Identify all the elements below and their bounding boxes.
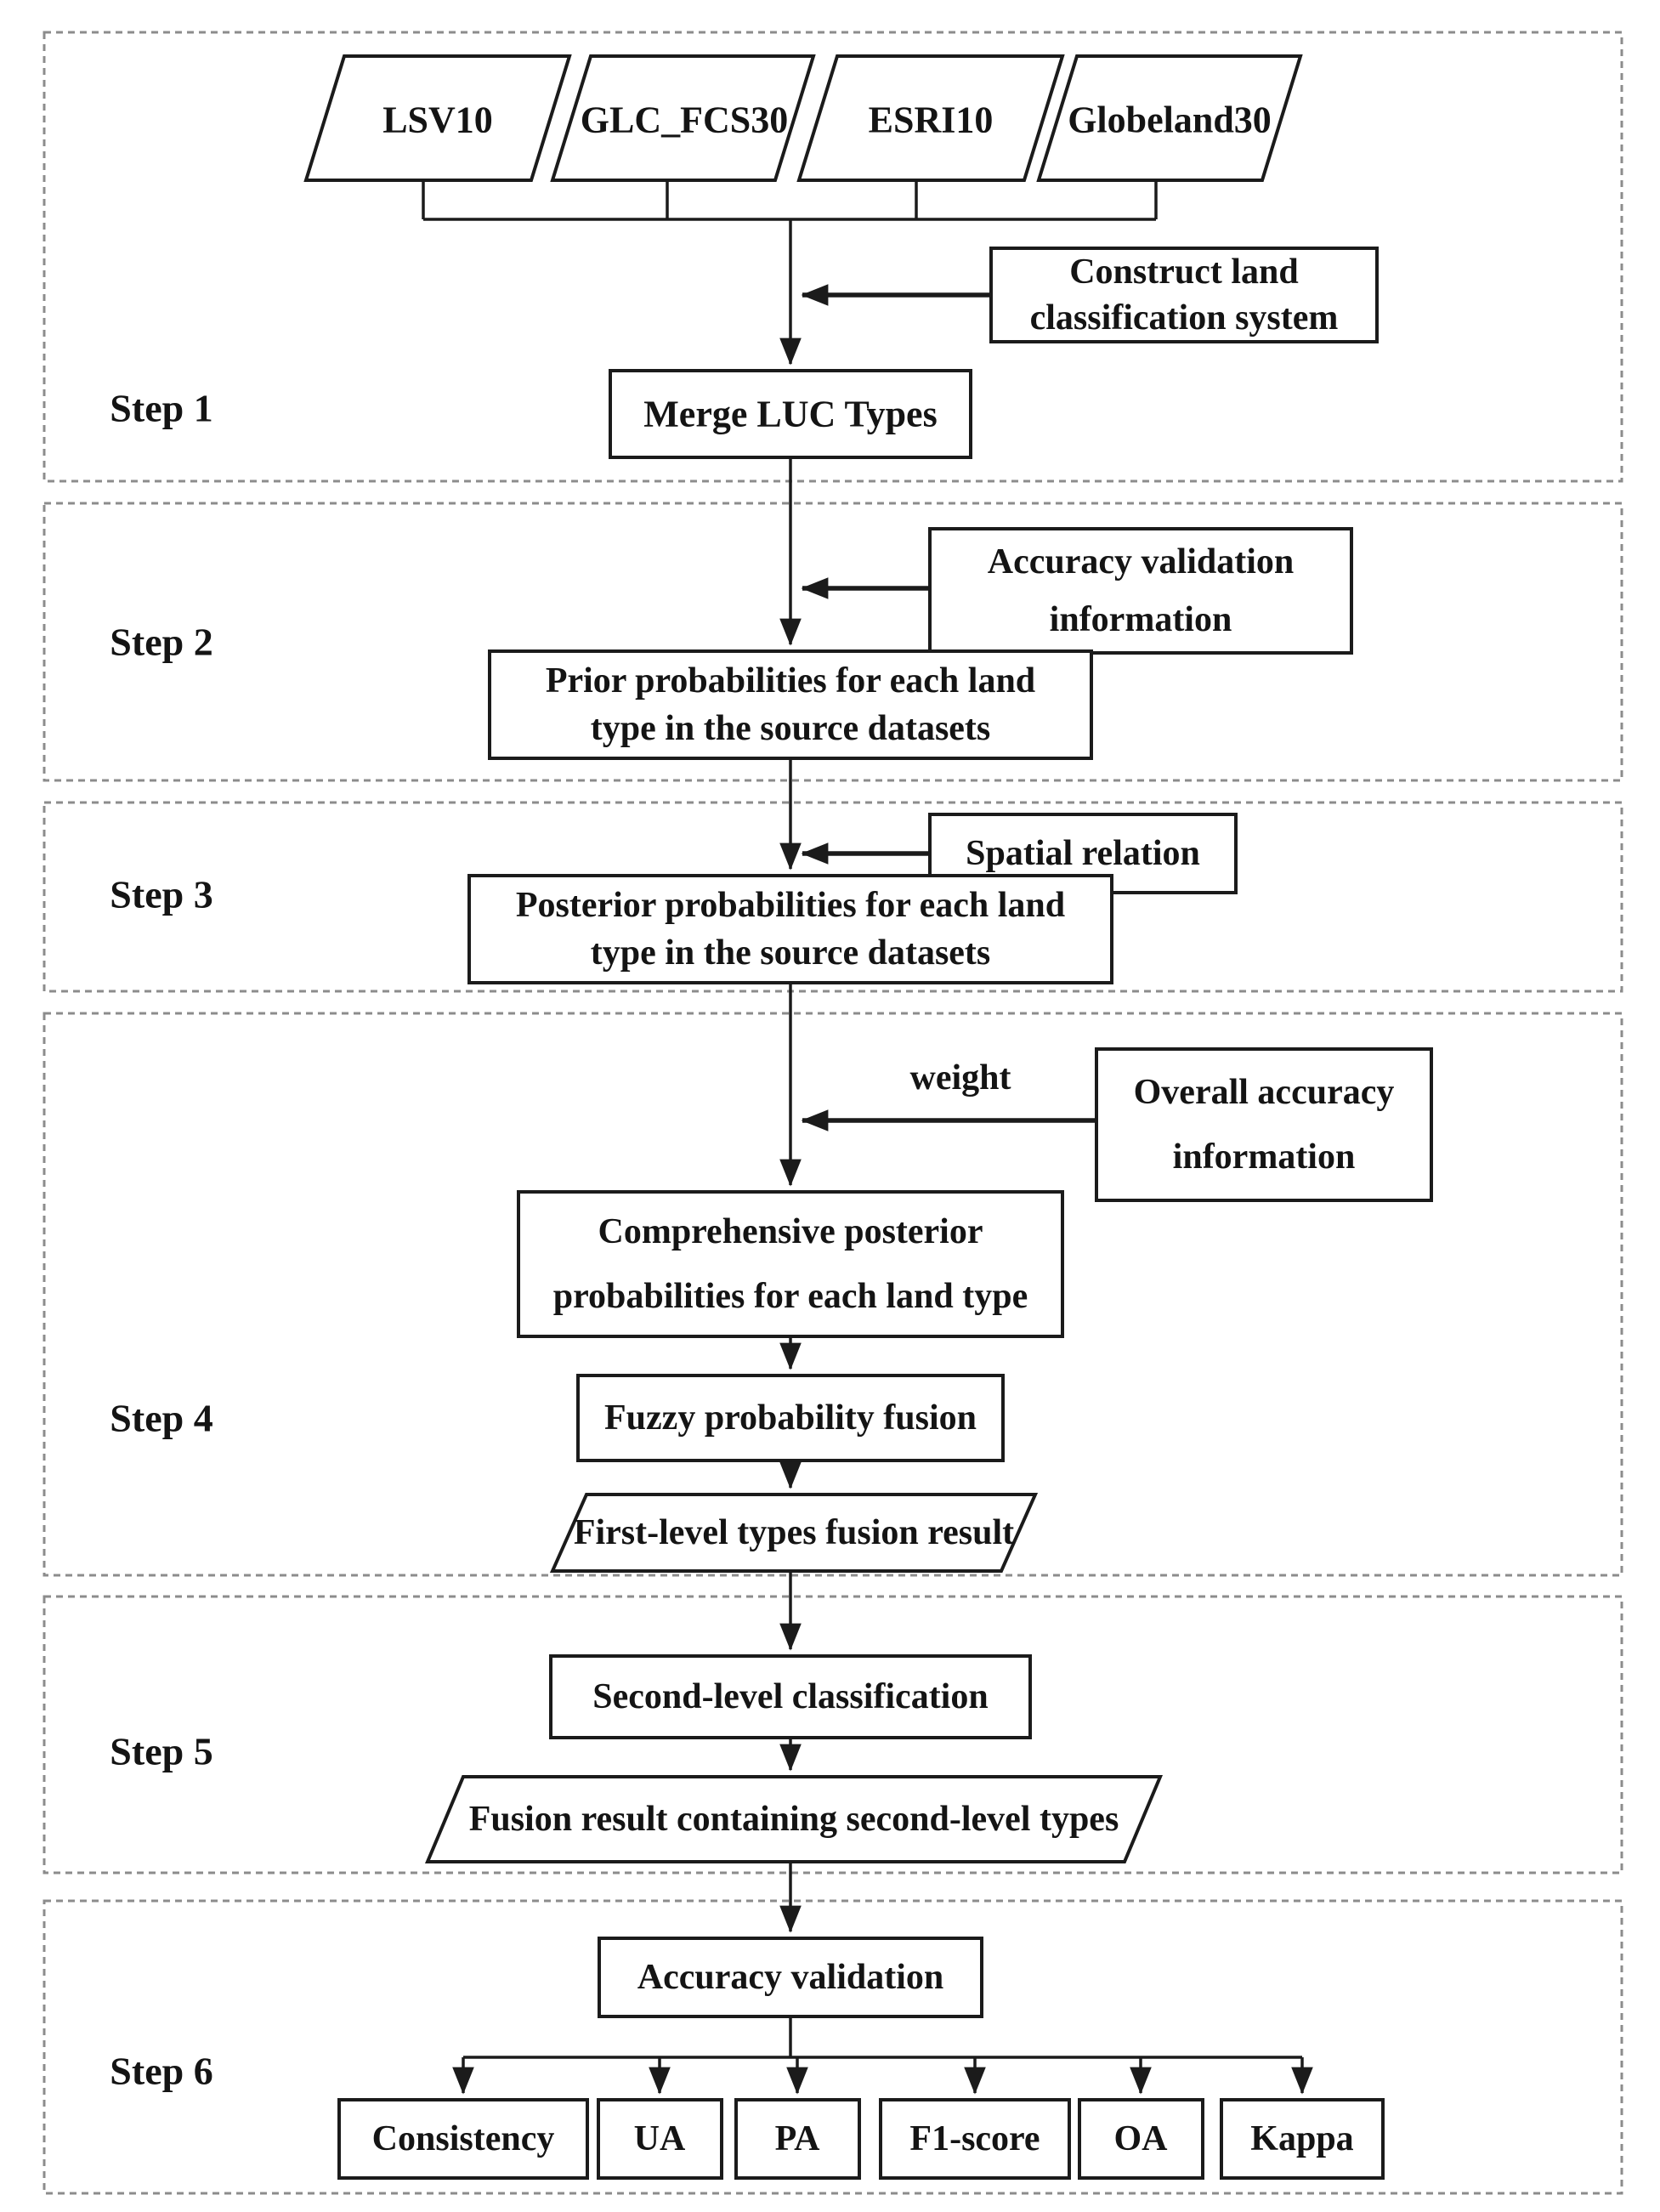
accuracy-validation-info-box <box>928 527 1353 655</box>
step-2-label: Step 2 <box>110 621 212 664</box>
merge-luc-types-label: Merge LUC Types <box>643 394 937 435</box>
accuracy-validation-info-label-line1: Accuracy validation <box>988 542 1294 581</box>
fusion-second-level-label: Fusion result containing second-level ty… <box>469 1800 1119 1839</box>
metric-label-consistency: Consistency <box>372 2119 555 2158</box>
step-1-region <box>42 31 1623 483</box>
second-level-classification-label: Second-level classification <box>592 1677 988 1716</box>
overall-accuracy-box <box>1095 1047 1433 1202</box>
step-3-region <box>42 801 1623 993</box>
step-5-label: Step 5 <box>110 1730 212 1773</box>
metric-box-consistency <box>337 2098 589 2180</box>
source-shape-globeland30 <box>1036 54 1303 182</box>
metric-box-ua <box>597 2098 723 2180</box>
step-6-label: Step 6 <box>110 2050 212 2093</box>
construct-land-box <box>989 247 1379 343</box>
construct-land-label-line2: classification system <box>1030 298 1339 337</box>
metric-label-f1-score: F1-score <box>909 2119 1040 2158</box>
metric-label-ua: UA <box>634 2119 686 2158</box>
posterior-probabilities-box <box>467 874 1113 984</box>
step-4-label: Step 4 <box>110 1397 212 1440</box>
overall-accuracy-label-line2: information <box>1173 1137 1356 1177</box>
accuracy-validation-info-label-line2: information <box>1050 600 1232 639</box>
prior-probabilities-box <box>488 649 1093 760</box>
metric-box-f1-score <box>879 2098 1071 2180</box>
second-level-classification-box <box>549 1654 1032 1739</box>
accuracy-validation-label: Accuracy validation <box>637 1958 943 1997</box>
source-label-esri10: ESRI10 <box>869 99 994 141</box>
step-4-region <box>42 1012 1623 1577</box>
source-shape-glc-fcs30 <box>550 54 816 182</box>
step-2-region <box>42 502 1623 782</box>
prior-probabilities-label-line1: Prior probabilities for each land <box>546 661 1035 700</box>
step-3-label: Step 3 <box>110 873 212 916</box>
metric-label-kappa: Kappa <box>1250 2119 1353 2158</box>
source-label-lsv10: LSV10 <box>382 99 493 141</box>
first-level-result-label: First-level types fusion result <box>574 1513 1014 1552</box>
prior-probabilities-label-line2: type in the source datasets <box>591 709 991 748</box>
posterior-probabilities-label-line1: Posterior probabilities for each land <box>516 886 1065 925</box>
step-5-region <box>42 1595 1623 1875</box>
metric-label-oa: OA <box>1114 2119 1169 2158</box>
fusion-second-level-shape <box>424 1775 1164 1863</box>
source-label-glc-fcs30: GLC_FCS30 <box>581 99 788 141</box>
weight-label: weight <box>910 1058 1011 1097</box>
spatial-relation-label: Spatial relation <box>966 834 1200 873</box>
first-level-result-shape <box>549 1493 1039 1573</box>
comprehensive-posterior-box <box>517 1190 1064 1338</box>
metric-box-kappa <box>1220 2098 1385 2180</box>
overall-accuracy-label-line1: Overall accuracy <box>1134 1073 1395 1112</box>
comprehensive-posterior-label-line1: Comprehensive posterior <box>598 1212 983 1251</box>
source-label-globeland30: Globeland30 <box>1068 99 1272 141</box>
comprehensive-posterior-label-line2: probabilities for each land type <box>553 1277 1028 1316</box>
fuzzy-probability-fusion-box <box>576 1374 1005 1462</box>
accuracy-validation-box <box>598 1937 983 2018</box>
metric-box-pa <box>734 2098 861 2180</box>
metric-box-oa <box>1078 2098 1204 2180</box>
source-shape-esri10 <box>796 54 1065 182</box>
fuzzy-probability-fusion-label: Fuzzy probability fusion <box>604 1398 977 1438</box>
step-1-label: Step 1 <box>110 387 212 430</box>
source-shape-lsv10 <box>303 54 572 182</box>
merge-luc-types-box <box>609 369 972 459</box>
step-6-region <box>42 1899 1623 2195</box>
posterior-probabilities-label-line2: type in the source datasets <box>591 933 991 973</box>
construct-land-label-line1: Construct land <box>1069 252 1299 292</box>
metric-label-pa: PA <box>775 2119 821 2158</box>
